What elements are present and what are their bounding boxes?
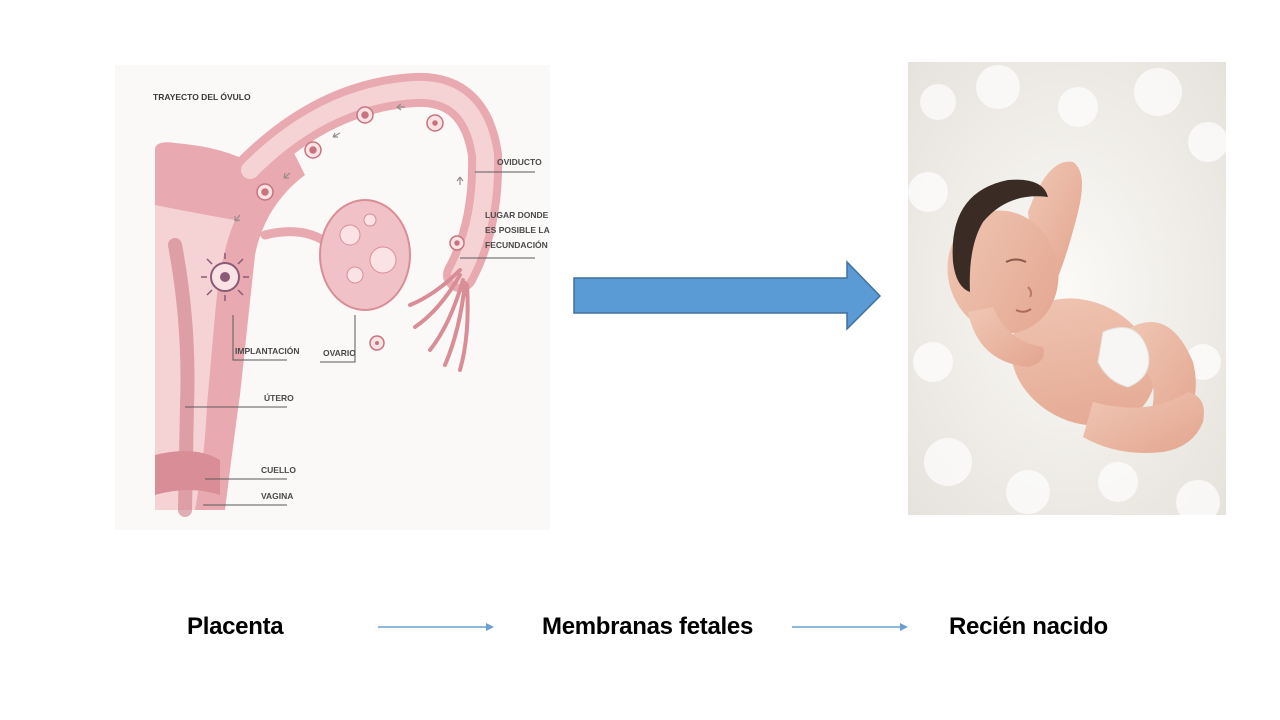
caption-membranas-fetales: Membranas fetales xyxy=(542,613,753,640)
label-oviducto: OVIDUCTO xyxy=(497,157,542,167)
label-ovario: OVARIO xyxy=(323,348,356,358)
diagram-title: TRAYECTO DEL ÓVULO xyxy=(153,92,251,102)
caption-recien-nacido: Recién nacido xyxy=(949,613,1108,640)
label-fecundacion-line2: ES POSIBLE LA xyxy=(485,225,550,235)
flow-arrow-1 xyxy=(378,623,494,631)
label-fecundacion-line3: FECUNDACIÓN xyxy=(485,240,548,250)
caption-placenta: Placenta xyxy=(187,613,284,640)
cervix xyxy=(155,451,220,495)
label-implantacion: IMPLANTACIÓN xyxy=(235,346,300,356)
flow-arrow-2 xyxy=(792,623,908,631)
label-cuello: CUELLO xyxy=(261,465,296,475)
label-fecundacion-line1: LUGAR DONDE xyxy=(485,210,549,220)
ovum-path-diagram: TRAYECTO DEL ÓVULO OVIDUCTO LUGAR DONDE … xyxy=(115,65,550,530)
big-right-arrow xyxy=(573,260,882,331)
reproductive-system-illustration xyxy=(155,72,535,517)
newborn-photo xyxy=(908,62,1226,515)
implantation-site xyxy=(201,253,249,301)
ovary xyxy=(319,199,411,311)
label-utero: ÚTERO xyxy=(264,393,294,403)
fimbriae xyxy=(408,268,470,372)
label-vagina: VAGINA xyxy=(261,491,294,501)
embryo-stages xyxy=(256,106,465,251)
